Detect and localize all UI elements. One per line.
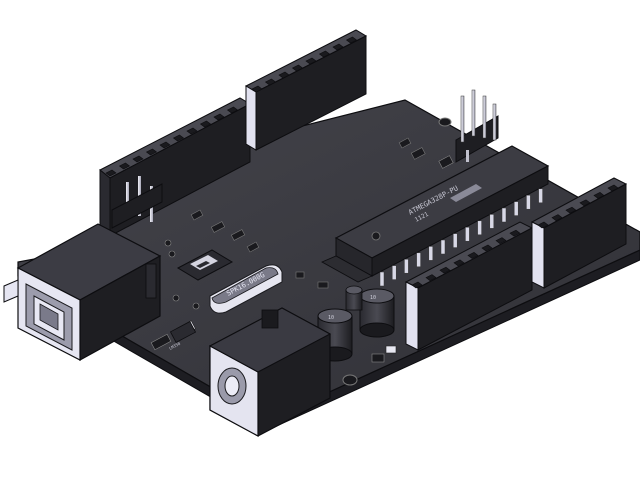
capacitor-small bbox=[345, 285, 363, 311]
mcu-leg bbox=[477, 220, 482, 236]
usb-b-connector bbox=[3, 223, 162, 362]
mcu-leg bbox=[538, 188, 543, 204]
mcu-leg bbox=[379, 271, 385, 287]
header-socket bbox=[332, 43, 344, 51]
mounting-hole bbox=[438, 117, 452, 127]
mcu-leg bbox=[440, 239, 446, 255]
header-socket bbox=[199, 120, 212, 128]
header-socket bbox=[278, 71, 290, 79]
header-socket bbox=[509, 229, 521, 237]
header-socket bbox=[305, 57, 317, 65]
header-socket bbox=[264, 78, 277, 86]
mcu-leg bbox=[513, 201, 519, 216]
mcu-leg bbox=[526, 194, 531, 210]
header-socket bbox=[145, 148, 158, 156]
header-socket bbox=[537, 221, 549, 229]
mcu-socket bbox=[321, 255, 373, 283]
header-socket bbox=[345, 36, 358, 44]
capacitor-mark: 10 bbox=[328, 315, 334, 321]
mcu-leg bbox=[391, 265, 397, 280]
capacitor-mark: 10 bbox=[370, 295, 376, 301]
header-analog bbox=[530, 177, 628, 289]
header-socket bbox=[172, 134, 185, 142]
header-socket bbox=[467, 252, 479, 259]
icsp-header bbox=[455, 89, 499, 163]
mcu-leg bbox=[416, 252, 421, 268]
header-digital-right bbox=[244, 29, 368, 151]
header-socket bbox=[118, 162, 131, 170]
header-socket bbox=[186, 127, 198, 135]
header-socket bbox=[213, 113, 225, 121]
dc-power-jack bbox=[208, 307, 332, 438]
header-socket bbox=[132, 155, 144, 163]
mcu-chip: ATMEGA328P-PU 1121 bbox=[334, 145, 550, 287]
mounting-hole bbox=[342, 374, 358, 386]
mcu-leg bbox=[428, 246, 434, 261]
left-pin-array bbox=[111, 176, 163, 229]
regulator-mark: LM358 bbox=[168, 341, 182, 351]
header-socket bbox=[411, 281, 423, 289]
crystal: SPK16.000G bbox=[209, 264, 283, 314]
header-socket bbox=[226, 106, 239, 114]
header-socket bbox=[439, 266, 451, 274]
voltage-regulator: LM358 bbox=[168, 320, 197, 351]
capacitor-right: 10 bbox=[359, 288, 395, 338]
header-socket bbox=[291, 64, 304, 72]
header-socket bbox=[159, 141, 171, 149]
mcu-leg bbox=[501, 207, 507, 223]
header-socket bbox=[425, 274, 437, 281]
header-socket bbox=[318, 50, 331, 58]
header-socket bbox=[495, 237, 507, 244]
mcu-leg bbox=[465, 226, 470, 242]
header-socket bbox=[579, 199, 591, 207]
header-socket bbox=[565, 206, 577, 214]
header-socket bbox=[551, 214, 563, 221]
mcu-leg bbox=[489, 214, 495, 229]
header-socket bbox=[251, 85, 263, 93]
header-socket bbox=[593, 192, 605, 199]
header-power bbox=[404, 221, 534, 351]
header-socket bbox=[607, 184, 619, 192]
header-socket bbox=[105, 169, 117, 177]
header-socket bbox=[481, 244, 493, 252]
mcu-leg bbox=[452, 233, 458, 248]
mcu-leg bbox=[404, 258, 409, 274]
usb-chip bbox=[176, 249, 234, 281]
header-socket bbox=[453, 259, 465, 267]
